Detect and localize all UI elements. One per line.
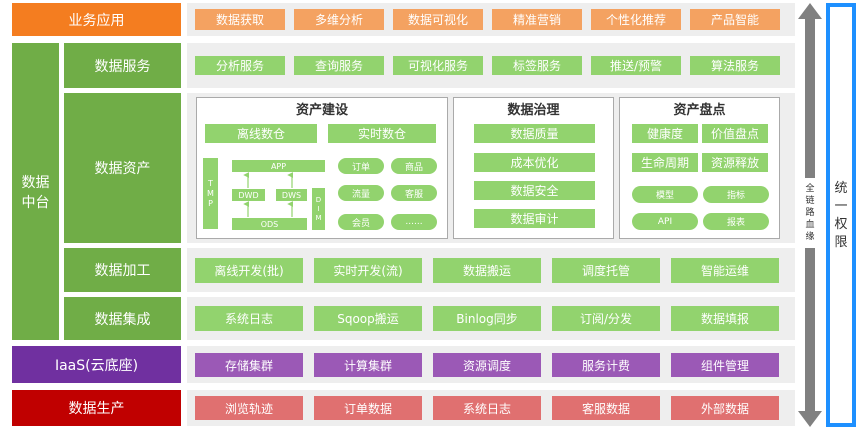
business-item-2: 数据可视化 [393, 9, 483, 30]
dim-layer: D I M [312, 188, 325, 230]
dws-layer: DWS [276, 189, 307, 201]
production-item-1: 订单数据 [314, 396, 422, 420]
integration-item-2: Binlog同步 [433, 306, 541, 331]
production-label: 数据生产 [12, 390, 181, 426]
production-item-3: 客服数据 [552, 396, 660, 420]
inventory-title: 资产盘点 [673, 102, 726, 118]
build-pill-5: ...... [391, 214, 437, 230]
dim-d: D [315, 195, 322, 204]
dim-i: I [317, 204, 320, 213]
governance-item-2: 数据安全 [474, 181, 595, 200]
tmp-p: P [208, 198, 213, 208]
inventory-item-0: 健康度 [632, 124, 698, 143]
governance-title: 数据治理 [507, 102, 560, 118]
integration-item-3: 订阅/分发 [552, 306, 660, 331]
lineage-text: 全 链 路 血 缘 [800, 178, 820, 248]
lineage-char-0: 全 [805, 184, 815, 194]
inventory-pill-3: 报表 [703, 213, 769, 230]
production-item-2: 系统日志 [433, 396, 541, 420]
iaas-item-2: 资源调度 [433, 353, 541, 377]
business-item-4: 个性化推荐 [591, 9, 681, 30]
data-service-label: 数据服务 [64, 43, 181, 88]
business-item-1: 多维分析 [294, 9, 384, 30]
iaas-item-4: 组件管理 [671, 353, 779, 377]
service-item-5: 算法服务 [690, 56, 780, 75]
permission-char-3: 限 [834, 235, 848, 250]
platform-label-line2: 中台 [21, 194, 50, 211]
inventory-item-3: 资源释放 [702, 153, 768, 172]
inventory-pill-0: 模型 [632, 186, 698, 203]
business-item-3: 精准营销 [492, 9, 582, 30]
production-item-0: 浏览轨迹 [195, 396, 303, 420]
integration-item-4: 数据填报 [671, 306, 779, 331]
permission-char-1: 一 [834, 199, 848, 214]
lineage-char-3: 血 [805, 220, 815, 230]
tmp-t: T [208, 178, 213, 188]
service-item-3: 标签服务 [492, 56, 582, 75]
processing-item-2: 数据搬运 [433, 258, 541, 283]
inventory-item-1: 价值盘点 [702, 124, 768, 143]
realtime-warehouse: 实时数仓 [328, 124, 436, 143]
build-pill-1: 商品 [391, 158, 437, 174]
platform-label-line1: 数据 [21, 174, 50, 191]
iaas-item-1: 计算集群 [314, 353, 422, 377]
lineage-char-1: 链 [805, 196, 815, 206]
build-pill-4: 会员 [338, 214, 384, 230]
inventory-pill-2: API [632, 213, 698, 230]
governance-item-1: 成本优化 [474, 153, 595, 172]
integration-item-0: 系统日志 [195, 306, 303, 331]
offline-warehouse: 离线数仓 [205, 124, 317, 143]
service-item-0: 分析服务 [195, 56, 285, 75]
build-pill-0: 订单 [338, 158, 384, 174]
ods-layer: ODS [232, 218, 307, 230]
tmp-m: M [207, 188, 214, 198]
processing-label: 数据加工 [64, 248, 181, 292]
lineage-char-4: 缘 [805, 232, 815, 242]
business-item-0: 数据获取 [195, 9, 285, 30]
permission-char-0: 统 [834, 181, 848, 196]
iaas-item-0: 存储集群 [195, 353, 303, 377]
service-item-4: 推送/预警 [591, 56, 681, 75]
processing-item-0: 离线开发(批) [195, 258, 303, 283]
permission-text: 统 一 权 限 [830, 176, 852, 256]
processing-item-4: 智能运维 [671, 258, 779, 283]
permission-char-2: 权 [834, 217, 848, 232]
production-item-4: 外部数据 [671, 396, 779, 420]
business-item-5: 产品智能 [690, 9, 780, 30]
service-item-1: 查询服务 [294, 56, 384, 75]
lineage-char-2: 路 [805, 208, 815, 218]
processing-item-1: 实时开发(流) [314, 258, 422, 283]
tmp-layer: T M P [203, 158, 218, 229]
governance-item-0: 数据质量 [474, 124, 595, 143]
governance-item-3: 数据审计 [474, 209, 595, 228]
data-assets-label: 数据资产 [64, 93, 181, 243]
integration-label: 数据集成 [64, 297, 181, 340]
inventory-item-2: 生命周期 [632, 153, 698, 172]
app-layer: APP [232, 160, 325, 172]
dim-m: M [315, 213, 322, 222]
dwd-layer: DWD [232, 189, 265, 201]
asset-build-title: 资产建设 [295, 102, 348, 118]
integration-item-1: Sqoop搬运 [314, 306, 422, 331]
processing-item-3: 调度托管 [552, 258, 660, 283]
platform-label: 数据 中台 [12, 43, 59, 340]
business-label: 业务应用 [12, 3, 181, 36]
layer-arrows [243, 172, 294, 217]
build-pill-2: 流量 [338, 185, 384, 201]
build-pill-3: 客服 [391, 185, 437, 201]
inventory-pill-1: 指标 [703, 186, 769, 203]
iaas-item-3: 服务计费 [552, 353, 660, 377]
permission-bar-inner [830, 7, 852, 423]
iaas-label: IaaS(云底座) [12, 346, 181, 383]
service-item-2: 可视化服务 [393, 56, 483, 75]
